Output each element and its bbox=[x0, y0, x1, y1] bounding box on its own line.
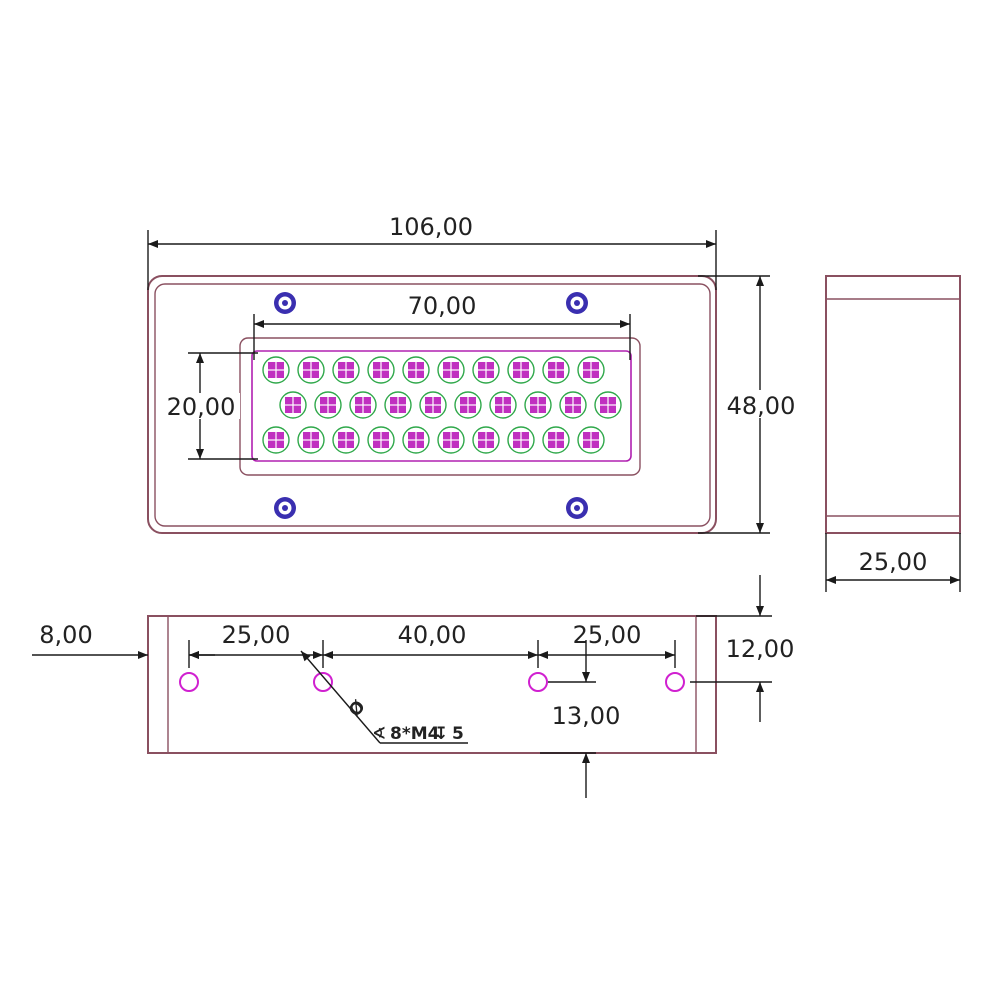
bottom-view bbox=[147, 615, 717, 754]
screw-icon bbox=[274, 497, 296, 519]
hole-note-label: 8*M4 bbox=[390, 724, 440, 744]
led bbox=[577, 356, 605, 384]
led bbox=[524, 391, 552, 419]
front-view bbox=[147, 275, 717, 534]
dim-depth: 25,00 bbox=[825, 533, 961, 592]
mount-hole bbox=[528, 672, 548, 692]
led bbox=[437, 426, 465, 454]
mount-hole-group bbox=[179, 672, 685, 692]
led bbox=[577, 426, 605, 454]
bottom-view-outline bbox=[147, 615, 717, 754]
led-array-border bbox=[251, 350, 632, 462]
diameter-symbol: Ø bbox=[345, 697, 370, 721]
countersink-symbol: ∢ bbox=[372, 724, 386, 744]
led bbox=[314, 391, 342, 419]
led bbox=[402, 356, 430, 384]
depth-symbol: ↧ bbox=[434, 724, 448, 744]
led bbox=[507, 426, 535, 454]
dim-depth-label: 25,00 bbox=[859, 548, 928, 576]
dim-array-height: 20,00 bbox=[160, 352, 258, 460]
dim-hole-height-label: 12,00 bbox=[726, 635, 795, 663]
led bbox=[332, 426, 360, 454]
led bbox=[349, 391, 377, 419]
led bbox=[297, 426, 325, 454]
screw-icon bbox=[566, 497, 588, 519]
dim-bottom-chain: 8,00 25,00 40,00 25,00 bbox=[32, 621, 676, 668]
dim-overall-width-label: 106,00 bbox=[389, 213, 473, 241]
dim-overall-height-label: 48,00 bbox=[727, 392, 796, 420]
led bbox=[297, 356, 325, 384]
screw-icon bbox=[274, 292, 296, 314]
dim-spacing-right-label: 25,00 bbox=[573, 621, 642, 649]
led bbox=[489, 391, 517, 419]
led bbox=[472, 356, 500, 384]
dim-edge-offset-label: 8,00 bbox=[39, 621, 92, 649]
led bbox=[262, 356, 290, 384]
led bbox=[559, 391, 587, 419]
led bbox=[472, 426, 500, 454]
led bbox=[402, 426, 430, 454]
mount-hole bbox=[665, 672, 685, 692]
led bbox=[262, 426, 290, 454]
mount-hole bbox=[179, 672, 199, 692]
led bbox=[594, 391, 622, 419]
dim-array-width-label: 70,00 bbox=[408, 292, 477, 320]
hole-depth-label: 5 bbox=[452, 724, 464, 744]
led bbox=[419, 391, 447, 419]
dim-hole-vertical: 13,00 bbox=[540, 640, 628, 798]
led bbox=[542, 426, 570, 454]
led bbox=[384, 391, 412, 419]
led bbox=[332, 356, 360, 384]
led bbox=[367, 356, 395, 384]
dim-array-width: 70,00 bbox=[253, 292, 631, 360]
hole-callout: Ø ∢ 8*M4 ↧ 5 bbox=[300, 650, 468, 744]
dim-hole-vertical-label: 13,00 bbox=[552, 702, 621, 730]
led bbox=[454, 391, 482, 419]
dim-spacing-left-label: 25,00 bbox=[222, 621, 291, 649]
dim-array-height-label: 20,00 bbox=[167, 393, 236, 421]
side-view bbox=[825, 275, 961, 534]
dim-overall-width: 106,00 bbox=[147, 213, 717, 290]
dim-hole-height: 12,00 bbox=[690, 575, 794, 722]
housing-inner-outline bbox=[154, 283, 711, 527]
led bbox=[367, 426, 395, 454]
led bbox=[279, 391, 307, 419]
led bbox=[437, 356, 465, 384]
screw-icon bbox=[566, 292, 588, 314]
screw-group bbox=[274, 292, 588, 519]
led-array bbox=[262, 356, 622, 454]
led bbox=[507, 356, 535, 384]
mount-hole bbox=[313, 672, 333, 692]
housing-outer-outline bbox=[147, 275, 717, 534]
dim-overall-height: 48,00 bbox=[698, 275, 800, 534]
led bbox=[542, 356, 570, 384]
side-view-outline bbox=[825, 275, 961, 534]
dim-spacing-middle-label: 40,00 bbox=[398, 621, 467, 649]
